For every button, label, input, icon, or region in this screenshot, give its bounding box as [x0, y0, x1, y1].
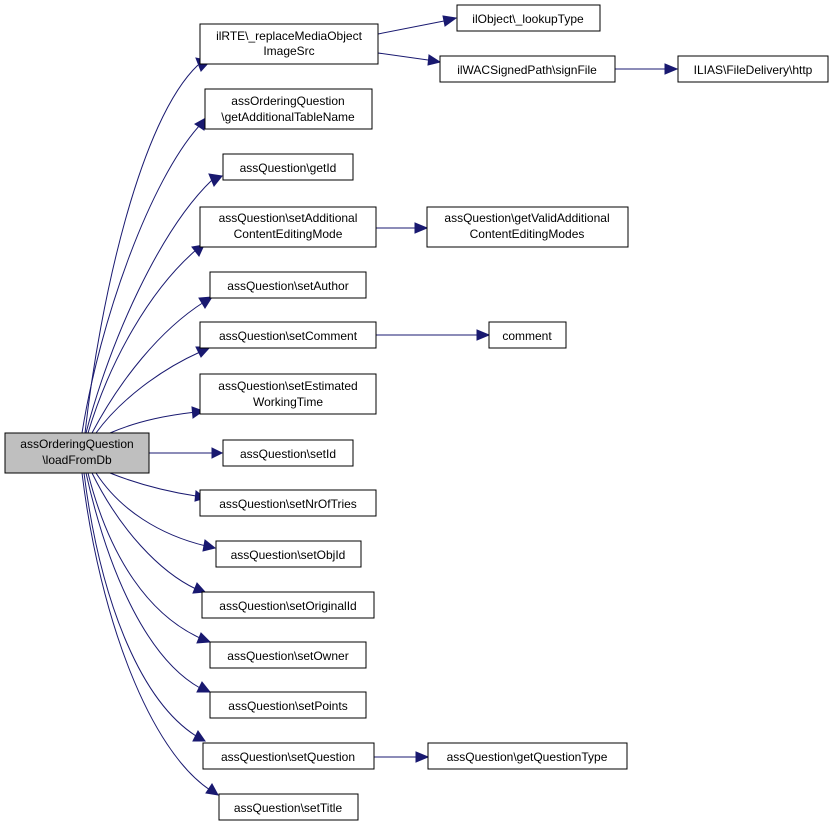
svg-text:\getAdditionalTableName: \getAdditionalTableName	[221, 110, 355, 124]
edge-sign-file-to-http	[615, 63, 679, 75]
edge-set-question-to-get-question-type	[374, 751, 430, 763]
svg-text:assQuestion\setQuestion: assQuestion\setQuestion	[221, 750, 355, 764]
edge-root-to-set-original-id	[91, 472, 207, 594]
edge-root-to-set-points	[85, 472, 212, 693]
node-ass-question-set-nr-of-tries[interactable]: assQuestion\setNrOfTries	[199, 489, 377, 517]
edge-replace-media-to-lookup-type	[377, 15, 458, 35]
node-ass-question-set-additional-content-editing-mode[interactable]: assQuestion\setAdditional ContentEditing…	[199, 206, 377, 248]
svg-text:ilRTE\_replaceMediaObject: ilRTE\_replaceMediaObject	[216, 29, 363, 43]
nodes: assOrderingQuestion \loadFromDb ilRTE\_r…	[4, 4, 829, 821]
edge-root-to-set-nr-of-tries	[109, 472, 207, 502]
node-ass-question-set-obj-id[interactable]: assQuestion\setObjId	[215, 540, 362, 568]
node-ass-ordering-question-load-from-db[interactable]: assOrderingQuestion \loadFromDb	[4, 432, 150, 474]
svg-text:assQuestion\setOwner: assQuestion\setOwner	[227, 649, 348, 663]
edge-root-to-replace-media	[84, 57, 211, 434]
edge-root-to-set-author	[91, 296, 213, 434]
svg-text:assQuestion\setEstimated: assQuestion\setEstimated	[218, 379, 357, 393]
svg-text:assQuestion\getId: assQuestion\getId	[240, 161, 337, 175]
svg-text:assQuestion\setObjId: assQuestion\setObjId	[231, 548, 346, 562]
svg-text:ContentEditingMode: ContentEditingMode	[234, 227, 343, 241]
node-ass-question-get-valid-additional-content-editing-modes[interactable]: assQuestion\getValidAdditional ContentEd…	[426, 206, 629, 248]
svg-text:ContentEditingModes: ContentEditingModes	[470, 227, 585, 241]
svg-text:assOrderingQuestion: assOrderingQuestion	[20, 437, 133, 451]
svg-text:WorkingTime: WorkingTime	[253, 395, 323, 409]
node-ilwac-signed-path-sign-file[interactable]: ilWACSignedPath\signFile	[439, 55, 616, 83]
edge-root-to-set-obj-id	[95, 472, 217, 552]
node-comment[interactable]: comment	[488, 321, 567, 349]
edges	[81, 15, 679, 796]
svg-text:assQuestion\setAdditional: assQuestion\setAdditional	[219, 211, 358, 225]
node-ilrte-replace-media-object-image-src[interactable]: ilRTE\_replaceMediaObject ImageSrc	[199, 23, 379, 65]
edge-set-comment-to-comment	[376, 329, 491, 341]
svg-text:assQuestion\getQuestionType: assQuestion\getQuestionType	[447, 750, 608, 764]
node-ass-question-set-estimated-working-time[interactable]: assQuestion\setEstimated WorkingTime	[199, 373, 377, 415]
node-ilias-file-delivery-http[interactable]: ILIAS\FileDelivery\http	[677, 55, 829, 83]
svg-text:assOrderingQuestion: assOrderingQuestion	[231, 94, 344, 108]
node-ass-question-set-original-id[interactable]: assQuestion\setOriginalId	[201, 591, 375, 619]
edge-root-to-set-owner	[87, 472, 212, 644]
node-ass-question-get-id[interactable]: assQuestion\getId	[222, 153, 354, 181]
svg-text:assQuestion\setTitle: assQuestion\setTitle	[234, 801, 343, 815]
svg-text:comment: comment	[502, 329, 552, 343]
node-ass-question-set-owner[interactable]: assQuestion\setOwner	[209, 641, 367, 669]
svg-text:assQuestion\setNrOfTries: assQuestion\setNrOfTries	[219, 497, 357, 511]
svg-text:ilWACSignedPath\signFile: ilWACSignedPath\signFile	[457, 63, 597, 77]
svg-text:assQuestion\setPoints: assQuestion\setPoints	[228, 699, 347, 713]
node-ass-question-set-title[interactable]: assQuestion\setTitle	[218, 793, 359, 821]
svg-text:assQuestion\setId: assQuestion\setId	[240, 447, 336, 461]
svg-text:assQuestion\setOriginalId: assQuestion\setOriginalId	[219, 599, 356, 613]
svg-text:ImageSrc: ImageSrc	[263, 44, 314, 58]
svg-text:ilObject\_lookupType: ilObject\_lookupType	[472, 12, 584, 26]
edge-root-to-set-question	[83, 472, 206, 742]
svg-text:assQuestion\setComment: assQuestion\setComment	[219, 329, 358, 343]
svg-text:assQuestion\setAuthor: assQuestion\setAuthor	[227, 279, 348, 293]
node-ass-question-set-id[interactable]: assQuestion\setId	[222, 439, 354, 467]
node-ass-question-set-question[interactable]: assQuestion\setQuestion	[202, 742, 375, 770]
node-ass-ordering-question-get-additional-table-name[interactable]: assOrderingQuestion \getAdditionalTableN…	[204, 88, 373, 130]
node-ass-question-set-comment[interactable]: assQuestion\setComment	[199, 321, 377, 349]
edge-root-to-set-comment	[95, 346, 212, 434]
edge-root-to-set-id	[148, 447, 224, 459]
svg-text:\loadFromDb: \loadFromDb	[42, 453, 112, 467]
node-ass-question-set-author[interactable]: assQuestion\setAuthor	[209, 271, 367, 299]
edge-root-to-set-estimated-working-time	[109, 406, 205, 434]
edge-set-additional-to-get-valid-additional	[376, 222, 429, 234]
edge-replace-media-to-sign-file	[377, 52, 442, 66]
svg-text:assQuestion\getValidAdditional: assQuestion\getValidAdditional	[444, 211, 609, 225]
node-ilobject-lookup-type[interactable]: ilObject\_lookupType	[456, 4, 601, 32]
node-ass-question-set-points[interactable]: assQuestion\setPoints	[209, 691, 367, 719]
edge-root-to-get-id	[85, 173, 223, 434]
node-ass-question-get-question-type[interactable]: assQuestion\getQuestionType	[427, 742, 628, 770]
svg-text:ILIAS\FileDelivery\http: ILIAS\FileDelivery\http	[694, 63, 813, 77]
edge-root-to-set-additional-content-editing-mode	[87, 244, 205, 434]
edge-root-to-set-title	[81, 472, 219, 796]
